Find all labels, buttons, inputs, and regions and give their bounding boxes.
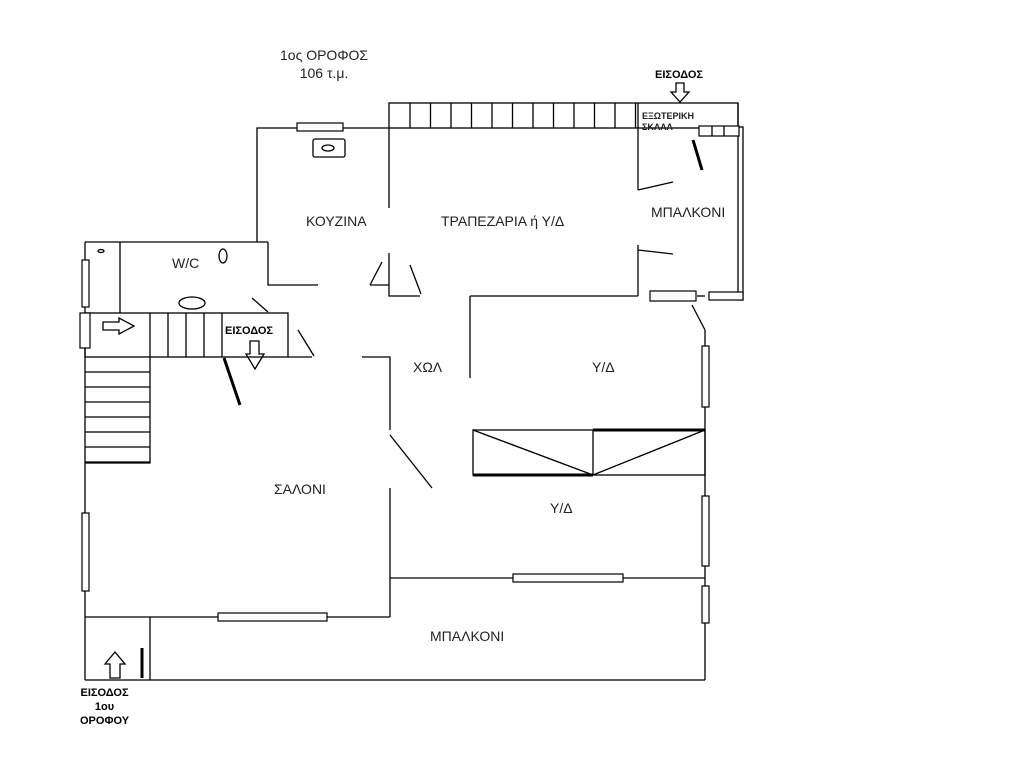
arrow-down-icon: [244, 340, 266, 371]
room-balcony-top: ΜΠΑΛΚΟΝΙ: [651, 204, 726, 220]
arrow-right-icon: [102, 316, 136, 336]
plan-title: 1ος ΟΡΟΦΟΣ 106 τ.μ.: [280, 46, 368, 82]
room-balcony-bottom: ΜΠΑΛΚΟΝΙ: [430, 628, 505, 644]
entrance-mid-label: ΕΙΣΟΔΟΣ: [225, 325, 274, 337]
doors: [140, 139, 706, 678]
floor-label: 1ος ΟΡΟΦΟΣ: [280, 47, 369, 63]
kitchen-sink: [312, 138, 346, 158]
external-stair-line1: ΕΞΩΤΕΡΙΚΗ: [642, 111, 695, 121]
entrance-floor-label: ΕΙΣΟΔΟΣ 1ου ΟΡΟΦΟΥ: [80, 686, 129, 728]
room-wc: W/C: [172, 255, 200, 271]
entrance-top-label: ΕΙΣΟΔΟΣ: [655, 69, 704, 81]
entrance-floor-line3: ΟΡΟΦΟΥ: [80, 715, 130, 727]
room-living: ΣΑΛΟΝΙ: [274, 481, 326, 497]
walls: [84, 102, 744, 681]
room-bedroom-1: Υ/Δ: [592, 359, 615, 375]
room-dining: ΤΡΑΠΕΖΑΡΙΑ ή Υ/Δ: [441, 213, 565, 229]
entrance-floor-line1: ΕΙΣΟΔΟΣ: [80, 687, 129, 699]
fixtures: [97, 138, 346, 310]
external-stair-line2: ΣΚΑΛΑ: [642, 122, 673, 132]
room-kitchen: ΚΟΥΖΙΝΑ: [306, 213, 367, 229]
windows: [79, 122, 710, 624]
room-hall: ΧΩΛ: [413, 359, 443, 375]
arrow-up-icon: [103, 650, 127, 679]
external-stair-label: ΕΞΩΤΕΡΙΚΗ ΣΚΑΛΑ: [642, 111, 694, 133]
toilet: [218, 248, 228, 264]
area-label: 106 τ.μ.: [299, 65, 349, 81]
room-bedroom-2: Υ/Δ: [550, 500, 573, 516]
wc-sink: [178, 296, 206, 310]
arrows: [102, 82, 691, 679]
arrow-down-icon: [669, 82, 691, 103]
entrance-floor-line2: 1ου: [94, 701, 115, 713]
